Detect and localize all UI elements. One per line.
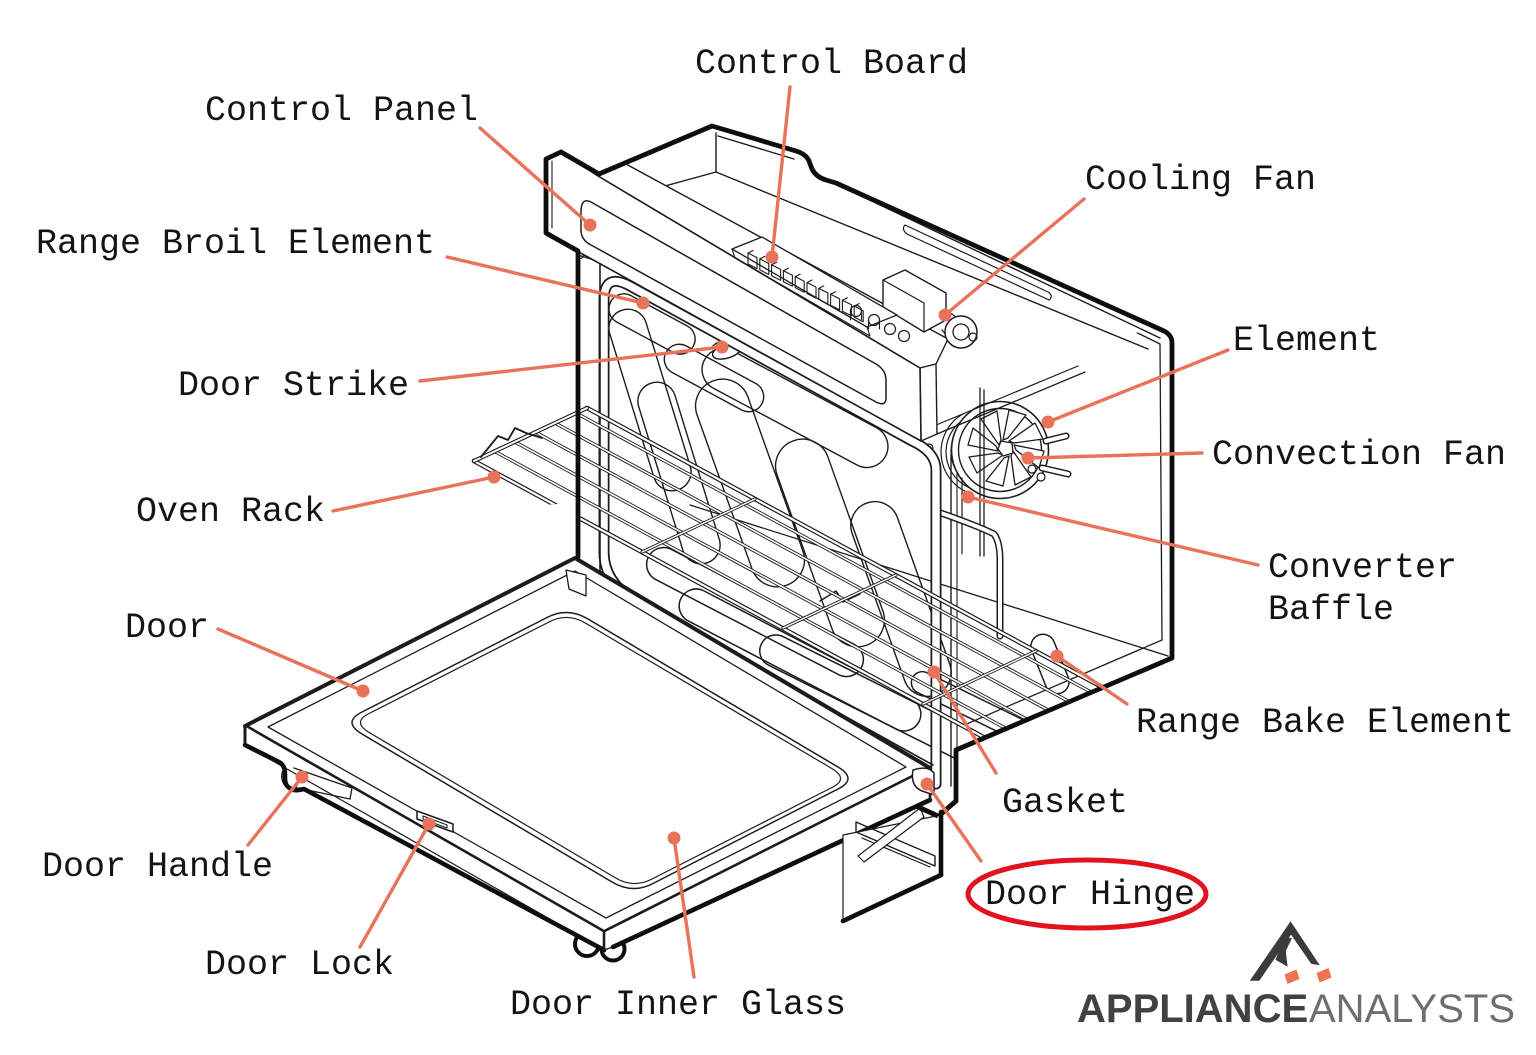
svg-text:Range Broil Element: Range Broil Element <box>36 224 435 264</box>
svg-text:Door: Door <box>125 608 209 648</box>
svg-text:ANALYSTS: ANALYSTS <box>1309 987 1515 1031</box>
svg-text:APPLIANCE: APPLIANCE <box>1077 987 1308 1031</box>
svg-text:Range Bake Element: Range Bake Element <box>1136 703 1514 743</box>
svg-text:Door Lock: Door Lock <box>205 945 394 985</box>
svg-text:Element: Element <box>1233 321 1380 361</box>
svg-text:Door Strike: Door Strike <box>178 366 409 406</box>
svg-text:Gasket: Gasket <box>1002 783 1128 823</box>
svg-text:Cooling Fan: Cooling Fan <box>1085 160 1316 200</box>
svg-text:Converter: Converter <box>1268 548 1457 588</box>
svg-text:Door Inner Glass: Door Inner Glass <box>510 985 846 1025</box>
svg-text:Oven Rack: Oven Rack <box>136 492 325 532</box>
svg-text:Control Panel: Control Panel <box>205 91 478 131</box>
svg-text:Door Handle: Door Handle <box>42 847 273 887</box>
svg-text:Baffle: Baffle <box>1268 590 1394 630</box>
svg-text:Convection Fan: Convection Fan <box>1212 435 1506 475</box>
svg-text:Door Hinge: Door Hinge <box>985 875 1195 915</box>
svg-text:Control Board: Control Board <box>695 44 968 84</box>
